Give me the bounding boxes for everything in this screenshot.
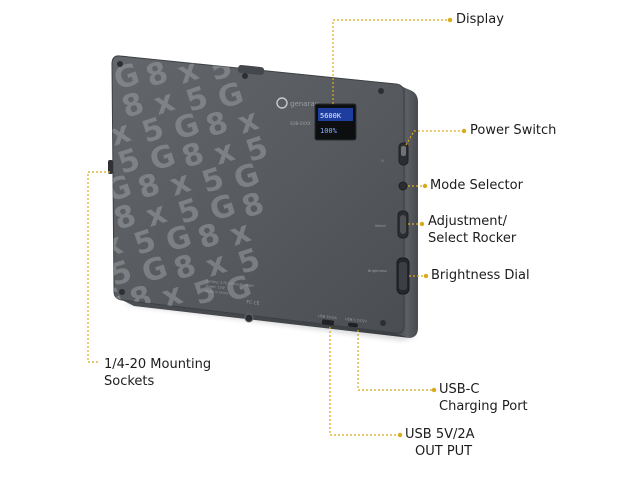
leader-lines [87,17,467,438]
callout-display: Display [456,12,504,27]
screw [380,320,386,326]
callout-mounting-line2: Sockets [104,374,155,389]
mounting-socket [244,313,254,323]
callout-usbc-line1: USB-C [439,382,480,397]
callout-usb5v-line2: OUT PUT [415,444,473,459]
callout-adjustment-line1: Adjustment/ [428,214,508,229]
spec-line-3: Made in China [205,289,228,295]
callout-mounting-line1: 1/4-20 Mounting [104,357,212,372]
device-bottom-edge [122,300,410,338]
callout-mode-selector: Mode Selector [430,178,523,193]
spec-line-1: Battery: 3.7V 5200mAh 19Wh [206,279,254,288]
screw [119,289,125,295]
callout-adjustment-line2: Select Rocker [428,231,517,246]
display-line-2: 100% [320,127,338,135]
top-mount-slot [237,64,265,76]
power-switch[interactable] [398,142,409,166]
spec-line-2: Power: 12W [206,284,226,290]
side-label-select: Select [375,224,386,228]
spec-print: Battery: 3.7V 5200mAh 19Wh Power: 12W Ma… [205,279,260,307]
usb-a-port [321,319,335,326]
brand-name: genaray [290,100,319,108]
brand-model: SOB-XXXX [290,121,311,126]
oled-display: 5600K 100% [314,103,357,141]
screw [117,61,123,67]
brand-logo: genaray SOB-XXXX [276,97,319,126]
adjustment-rocker[interactable] [397,210,409,239]
port-label-usba: USB 5V/2A [318,314,338,320]
callout-usb5v-line1: USB 5V/2A [405,427,475,442]
screw [378,88,384,94]
power-icon-mark: ⏻ [381,159,384,163]
callout-usbc-line2: Charging Port [439,399,528,414]
cert-marks: FC CE [246,299,260,306]
display-line-1: 5600K [320,112,342,120]
brightness-dial[interactable] [396,257,410,295]
mode-selector[interactable] [398,181,408,191]
port-label-usbc: USB-C DC5V [345,317,368,324]
side-label-brightness: Brightness [368,269,387,273]
callout-brightness-dial: Brightness Dial [431,268,530,283]
mounting-socket-side [108,160,113,174]
callout-power-switch: Power Switch [470,123,557,138]
usb-c-port [348,322,358,328]
screw [242,73,248,79]
